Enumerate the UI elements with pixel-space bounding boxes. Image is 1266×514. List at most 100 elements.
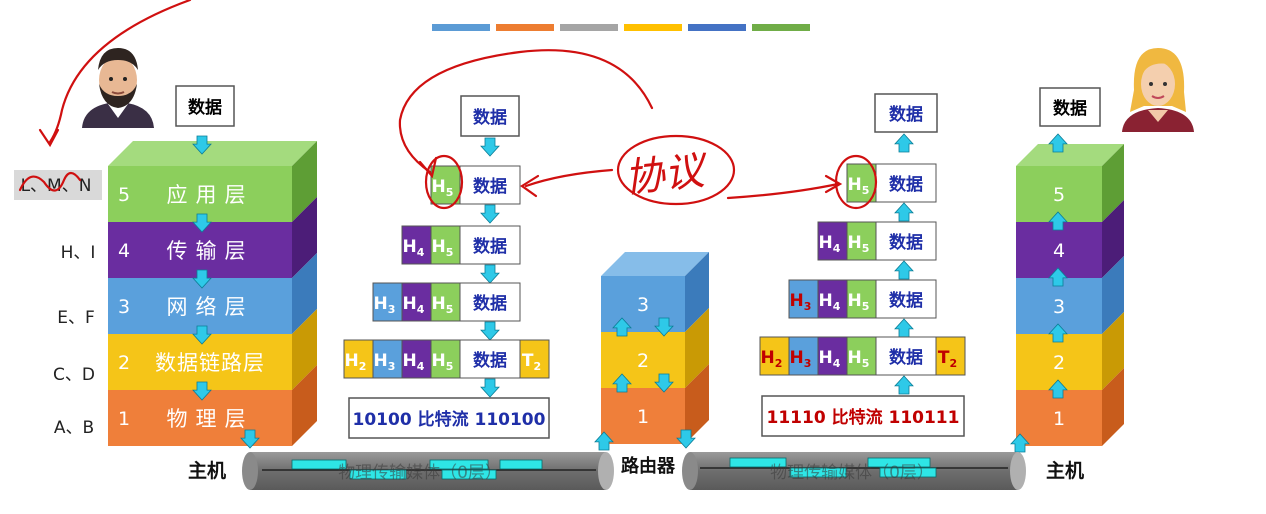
router-layer-2: 2 [601, 308, 709, 388]
mid-left-arrow-0 [480, 137, 500, 157]
layer-number: 5 [1053, 184, 1065, 206]
female-user-avatar [1118, 48, 1198, 132]
left-data-label: 数据 [188, 97, 222, 118]
middle-left-data-label: 数据 [473, 107, 507, 128]
swatch-1 [432, 24, 490, 31]
layer-number: 1 [637, 406, 649, 428]
side-label-network: E、F [57, 308, 95, 328]
payload-data-label: 数据 [473, 236, 507, 257]
right-arrow-layer-1 [1048, 379, 1068, 399]
payload-data-label: 数据 [889, 232, 923, 253]
layer-number: 1 [1053, 408, 1065, 430]
left-arrow-layer-2 [192, 381, 212, 401]
router-arrow-to-right-media [676, 429, 696, 449]
layer-number: 5 [118, 184, 130, 206]
layer-number: 3 [118, 296, 130, 318]
annotation-arrowhead-right [824, 174, 843, 194]
swatch-4 [624, 24, 682, 31]
swatch-2 [496, 24, 554, 31]
swatch-6 [752, 24, 810, 31]
annotation-arrowhead-left [520, 174, 540, 198]
right-media-label: 物理传输媒体（0层） [770, 463, 934, 483]
left-arrow-layer-5 [192, 213, 212, 233]
payload-data-label: 数据 [889, 290, 923, 311]
payload-data-label: 数据 [473, 350, 507, 371]
payload-data-label: 数据 [889, 347, 923, 368]
payload-data-label: 数据 [473, 293, 507, 314]
layer-number: 4 [1053, 240, 1065, 262]
middle-left-bitstream-box: 10100 比特流 110100 [348, 397, 550, 439]
left-arrow-to-media [240, 429, 260, 449]
left-data-box: 数据 [175, 85, 235, 127]
layer-number: 2 [118, 352, 130, 374]
left-transmission-pipe: 物理传输媒体（0层） [242, 452, 614, 490]
side-label-transport: H、I [61, 243, 96, 263]
mid-right-arrow-2 [894, 260, 914, 280]
router-right-arrow-down-2 [654, 317, 674, 337]
right-host-caption: 主机 [1046, 460, 1084, 482]
middle-right-data-box: 数据 [874, 93, 938, 133]
annotation-line-to-right-h5 [726, 182, 840, 200]
mid-right-arrow-3 [894, 318, 914, 338]
stack-top-face [1016, 144, 1124, 166]
side-label-datalink: C、D [53, 365, 95, 385]
right-layer-1: 1 [1016, 368, 1124, 446]
swatch-5 [688, 24, 746, 31]
router-layer-1: 1 [601, 364, 709, 444]
left-host-caption: 主机 [188, 460, 226, 482]
middle-right-data-label: 数据 [889, 104, 923, 125]
annotation-circle-left-h5 [424, 154, 464, 210]
layer-number: 2 [1053, 352, 1065, 374]
middle-right-bitstream: 11110 比特流 110111 [767, 407, 960, 428]
layer-number: 1 [118, 408, 130, 430]
layer-number: 4 [118, 240, 130, 262]
annotation-protocol-text: 协议 [622, 147, 711, 202]
layer-name: 物理层 [167, 407, 254, 431]
router-right-arrow-down-1 [654, 373, 674, 393]
left-layer-1: 1 物理层 [108, 365, 317, 446]
male-user-avatar [78, 45, 158, 128]
mid-left-arrow-3 [480, 321, 500, 341]
router-left-arrow-up-2 [612, 317, 632, 337]
payload-data-label: 数据 [473, 176, 507, 197]
right-layer-5: 5 [1016, 144, 1124, 222]
left-layer-3: 3 网络层 [108, 253, 317, 334]
payload-data-label: 数据 [889, 174, 923, 195]
mid-left-arrow-2 [480, 264, 500, 284]
mid-right-arrow-0 [894, 133, 914, 153]
mid-right-arrow-1 [894, 202, 914, 222]
right-data-box: 数据 [1039, 87, 1101, 127]
router-arrow-from-left-media [594, 431, 614, 451]
layer-number: 3 [637, 294, 649, 316]
annotation-arc-to-avatar [48, 0, 192, 144]
router-layer-3: 3 [601, 252, 709, 332]
color-swatch-bar [432, 24, 810, 31]
layer-name: 网络层 [167, 295, 254, 319]
layer-name: 数据链路层 [155, 351, 265, 375]
annotation-line-to-left-h5 [524, 168, 614, 188]
annotation-arrowhead-avatar [38, 128, 60, 148]
annotation-lmn-loops [18, 171, 82, 192]
annotation-arc-top [398, 49, 654, 174]
layer-number: 2 [637, 350, 649, 372]
right-arrow-layer-3 [1048, 267, 1068, 287]
right-arrow-from-media [1010, 433, 1030, 453]
annotation-arrowhead-h5 [418, 156, 438, 179]
router-left-arrow-up-1 [612, 373, 632, 393]
left-arrow-layer-4 [192, 269, 212, 289]
swatch-3 [560, 24, 618, 31]
middle-left-bitstream: 10100 比特流 110100 [353, 409, 546, 430]
side-label-application: L、M、N [21, 176, 92, 196]
